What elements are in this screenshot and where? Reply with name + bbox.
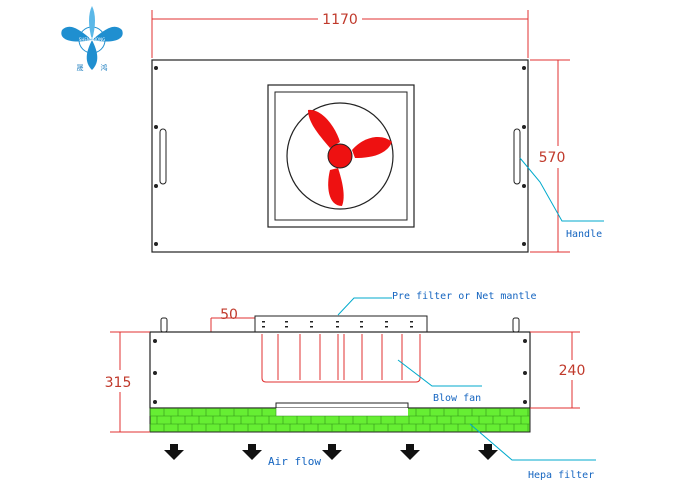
box-height-dimension bbox=[530, 331, 580, 409]
side-housing-screws bbox=[153, 339, 527, 404]
hepa-filter-pleats bbox=[149, 408, 530, 432]
airflow-arrows bbox=[164, 444, 498, 460]
blowfan-callout-line bbox=[397, 359, 482, 387]
airflow-arrow bbox=[242, 444, 262, 460]
fan-hub bbox=[327, 143, 353, 169]
top-view: 1170 570 bbox=[151, 10, 604, 253]
total-height-label: 315 bbox=[105, 375, 132, 391]
prefilter-plate bbox=[254, 315, 428, 333]
logo-chinese-left: 晟 bbox=[77, 64, 84, 72]
housing-screws bbox=[154, 66, 526, 246]
left-handle bbox=[159, 128, 167, 185]
airflow-arrow bbox=[322, 444, 342, 460]
offset-dimension-label: 50 bbox=[220, 307, 238, 323]
box-height-label: 240 bbox=[559, 363, 586, 379]
total-height-dimension bbox=[110, 331, 150, 433]
logo-brand-text: SHENGHONG bbox=[79, 37, 105, 42]
right-handle bbox=[513, 128, 521, 185]
side-housing-box bbox=[149, 331, 531, 409]
company-logo: SHENGHONG 晟 鸿 bbox=[61, 6, 123, 72]
airflow-arrow bbox=[478, 444, 498, 460]
left-side-handle bbox=[160, 317, 168, 333]
airflow-arrow bbox=[164, 444, 184, 460]
width-dimension-label: 1170 bbox=[322, 12, 358, 28]
height-dimension bbox=[530, 59, 570, 253]
hepa-filter bbox=[149, 407, 531, 433]
hepa-callout-label: Hepa filter bbox=[528, 470, 594, 481]
height-dimension-label: 570 bbox=[539, 150, 566, 166]
blowfan-callout-label: Blow fan bbox=[433, 393, 481, 404]
prefilter-callout-line bbox=[337, 297, 392, 316]
offset-dimension bbox=[210, 317, 256, 334]
logo-chinese-right: 鸿 bbox=[101, 63, 108, 72]
side-view: Pre filter or Net mantle 50 bbox=[105, 291, 596, 481]
prefilter-callout-label: Pre filter or Net mantle bbox=[392, 291, 537, 302]
hepa-callout-line bbox=[469, 423, 596, 461]
right-side-handle bbox=[512, 317, 520, 333]
airflow-label: Air flow bbox=[268, 455, 321, 468]
handle-callout-line bbox=[519, 157, 604, 222]
width-dimension bbox=[151, 10, 529, 58]
prefilter-perforations bbox=[262, 321, 413, 328]
airflow-arrow bbox=[400, 444, 420, 460]
blower-fan bbox=[261, 334, 421, 383]
handle-callout-label: Handle bbox=[566, 229, 602, 240]
fan-blades bbox=[308, 109, 392, 206]
